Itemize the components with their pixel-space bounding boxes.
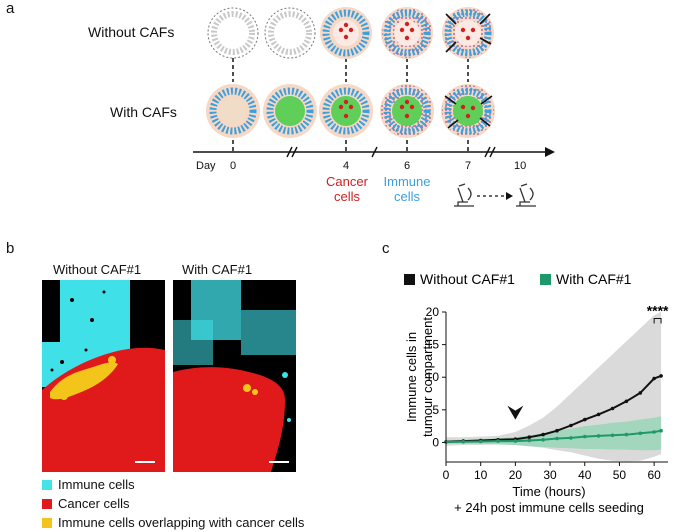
data-point	[652, 430, 656, 434]
well-without-day0	[207, 7, 259, 59]
data-point	[583, 417, 587, 422]
cancer-cells-annotation: Cancer cells	[326, 174, 368, 204]
well-with-day6	[380, 84, 434, 138]
arrowhead-annotation	[507, 405, 524, 420]
well-with-day2	[263, 84, 317, 138]
row-label-without-cafs: Without CAFs	[88, 24, 175, 40]
data-point	[541, 432, 545, 437]
y-tick-label: 5	[432, 403, 439, 417]
y-axis-label-line2: tumour compartment	[420, 317, 435, 437]
data-point	[569, 423, 573, 428]
well-with-day7	[441, 84, 495, 138]
y-tick-label: 20	[426, 305, 440, 319]
legend-label-with: With CAF#1	[556, 271, 632, 287]
well-without-day2	[264, 7, 316, 59]
data-point	[652, 376, 656, 381]
micrograph-title-without: Without CAF#1	[53, 262, 142, 277]
x-axis-label: Time (hours)	[512, 484, 585, 499]
micrograph-without-caf	[42, 280, 165, 472]
data-point	[659, 428, 663, 433]
data-point	[555, 436, 559, 441]
well-with-day0	[206, 84, 260, 138]
microscope-icon-2	[516, 183, 536, 207]
timeline-axis	[193, 146, 555, 158]
data-point	[596, 412, 601, 417]
timeline-tick: 0	[230, 160, 237, 172]
data-point	[610, 433, 615, 438]
row-label-with-cafs: With CAFs	[110, 104, 177, 120]
y-tick-label: 15	[426, 338, 440, 352]
panel-a-letter: a	[6, 0, 15, 17]
swatch-overlap	[42, 517, 52, 528]
data-point	[638, 431, 643, 436]
legend-label-without: Without CAF#1	[420, 271, 515, 287]
timeline-day-label: Day	[196, 160, 216, 172]
data-point	[513, 439, 518, 443]
legend-item: Immune cells overlapping with cancer cel…	[42, 515, 304, 530]
microscope-icon	[454, 183, 474, 207]
data-point	[541, 438, 545, 442]
dashed-arrow-icon	[477, 192, 513, 200]
y-axis-label-line1: Immune cells in	[404, 332, 419, 422]
data-point	[659, 374, 663, 378]
x-tick-label: 40	[578, 468, 592, 482]
legend-swatch-without	[404, 274, 415, 285]
data-point	[527, 435, 532, 439]
micrograph-title-with: With CAF#1	[182, 262, 253, 277]
timecourse-chart: Without CAF#1 With CAF#1 Immune cells in…	[404, 271, 669, 515]
y-tick-label: 0	[432, 435, 439, 449]
data-point	[624, 432, 629, 437]
data-point	[610, 406, 615, 411]
x-tick-label: 20	[509, 468, 523, 482]
timeline-tick: 7	[465, 160, 472, 172]
x-tick-label: 30	[543, 468, 557, 482]
well-without-day7	[442, 7, 494, 59]
x-tick-label: 60	[647, 468, 661, 482]
data-point	[478, 439, 483, 444]
data-point	[583, 434, 587, 439]
x-tick-label: 0	[443, 468, 450, 482]
data-point	[596, 434, 601, 438]
data-point	[461, 440, 466, 444]
panel-c-letter: c	[382, 240, 390, 257]
data-point	[638, 391, 643, 395]
swatch-cancer	[42, 498, 52, 509]
panel-b-legend: Immune cells Cancer cells Immune cells o…	[42, 477, 304, 530]
data-point	[555, 428, 559, 433]
data-point	[569, 436, 573, 440]
immune-cells-annotation: Immune cells	[383, 174, 431, 204]
timeline-tick: 6	[404, 160, 411, 172]
legend-item: Cancer cells	[42, 496, 304, 511]
data-point	[624, 399, 629, 404]
dashed-connectors	[232, 58, 469, 152]
x-axis-sublabel: + 24h post immune cells seeding	[454, 500, 644, 515]
well-with-day4	[319, 84, 373, 138]
significance-bracket	[653, 318, 662, 324]
data-point	[496, 439, 500, 443]
panel-b-letter: b	[6, 240, 15, 257]
legend-item: Immune cells	[42, 477, 304, 492]
well-without-day4	[320, 7, 372, 59]
legend-swatch-with	[540, 274, 551, 285]
swatch-immune	[42, 479, 52, 490]
x-tick-label: 10	[474, 468, 488, 482]
micrograph-with-caf	[173, 280, 296, 472]
series-line	[445, 374, 662, 443]
well-without-day6	[381, 7, 433, 59]
x-tick-label: 50	[613, 468, 627, 482]
panel-a-schematic	[193, 7, 555, 207]
data-point	[527, 438, 532, 443]
timeline-tick: 4	[343, 160, 350, 172]
y-tick-label: 10	[426, 370, 440, 384]
significance-label: ****	[647, 303, 669, 319]
timeline-tick: 10	[514, 160, 527, 172]
series-line	[445, 429, 662, 444]
